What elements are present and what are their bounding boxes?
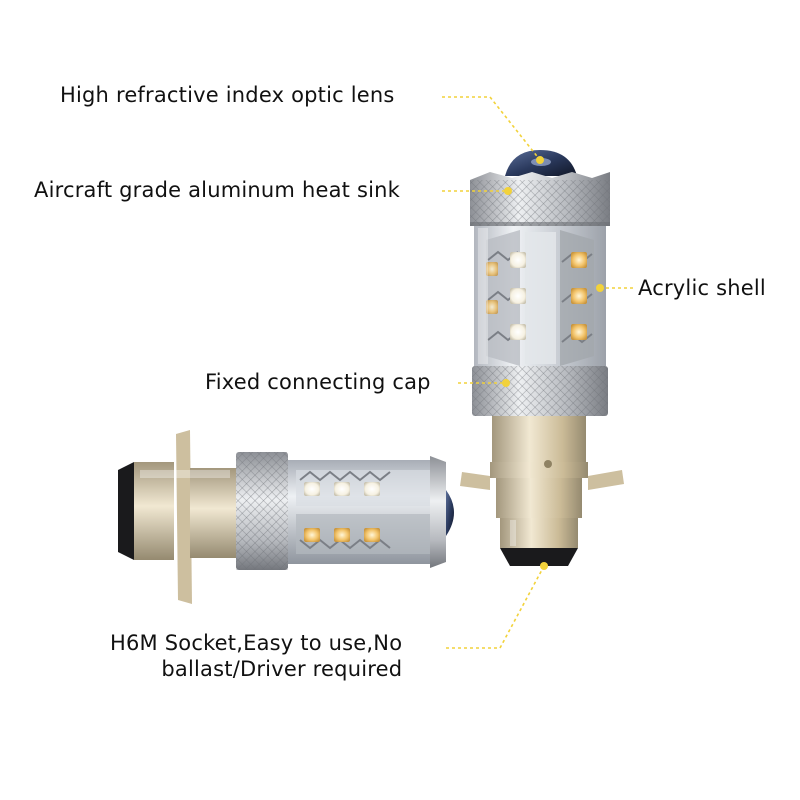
- callout-optic-lens: High refractive index optic lens: [60, 83, 395, 107]
- upright-bulb: [460, 150, 624, 566]
- connecting-cap-ring: [472, 366, 608, 416]
- callout-socket-line-1: H6M Socket,Easy to use,No: [110, 631, 403, 655]
- heat-sink-ring: [470, 172, 610, 226]
- callout-heat-sink: Aircraft grade aluminum heat sink: [34, 178, 401, 202]
- callout-acrylic-shell: Acrylic shell: [638, 276, 766, 300]
- horizontal-bulb: [118, 430, 454, 604]
- leader-socket: [446, 565, 545, 649]
- h6m-socket: [460, 416, 624, 566]
- callout-connecting-cap: Fixed connecting cap: [205, 370, 431, 394]
- acrylic-shell: [474, 226, 606, 366]
- callout-socket-line-2: ballast/Driver required: [161, 657, 403, 681]
- leader-dots: [502, 156, 604, 570]
- callout-socket: H6M Socket,Easy to use,No ballast/Driver…: [110, 630, 402, 682]
- leader-lines: [442, 96, 634, 649]
- leader-lens: [442, 96, 541, 161]
